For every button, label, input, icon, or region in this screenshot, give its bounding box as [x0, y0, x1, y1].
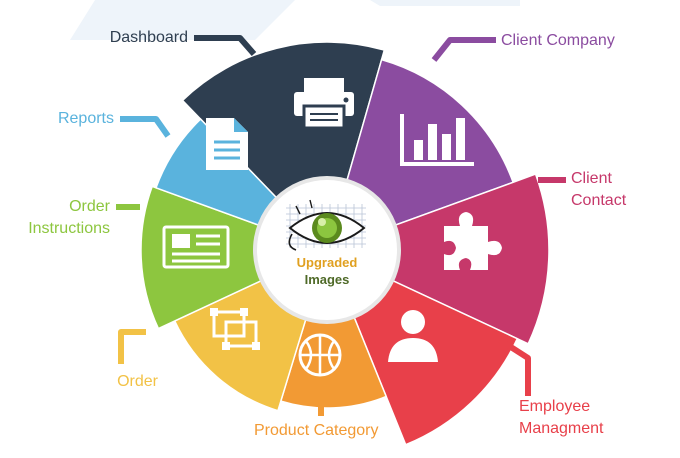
label-order-instructions: Order Instructions: [28, 198, 110, 237]
basketball-icon: [298, 333, 342, 377]
segment-client-contact: [325, 173, 550, 345]
icons-layer: [162, 78, 502, 377]
label-order: Order: [117, 373, 158, 390]
newspaper-icon: [162, 225, 230, 269]
layers-icon: [210, 308, 260, 350]
connector-order: [118, 329, 146, 364]
center-title: Upgraded Images: [270, 254, 384, 288]
label-dashboard: Dashboard: [109, 29, 188, 46]
label-product-category: Product Category: [254, 422, 379, 439]
eye-logo-icon: [286, 199, 366, 251]
connector-dashboard: [194, 35, 257, 56]
user-icon: [388, 310, 438, 362]
background-shape: [370, 0, 520, 6]
connector-employee-managment: [498, 337, 531, 396]
segment-order-instructions: [140, 185, 329, 330]
label-reports: Reports: [57, 110, 114, 127]
label-client-contact: Client Contact: [571, 170, 627, 209]
background-shape: [70, 0, 295, 40]
connector-client-company: [431, 37, 496, 62]
label-client-company: Client Company: [501, 32, 615, 49]
bar-chart-icon: [400, 114, 474, 166]
connector-reports: [120, 116, 171, 138]
connectors-layer: [116, 35, 566, 416]
center-title-line-1: Upgraded: [296, 255, 358, 270]
puzzle-piece-icon: [444, 212, 502, 270]
printer-icon: [294, 78, 354, 130]
label-employee-managment: Employee Managment: [519, 398, 604, 437]
document-icon: [206, 118, 248, 170]
center-title-line-2: Images: [304, 272, 350, 287]
center-disc: [253, 176, 401, 324]
